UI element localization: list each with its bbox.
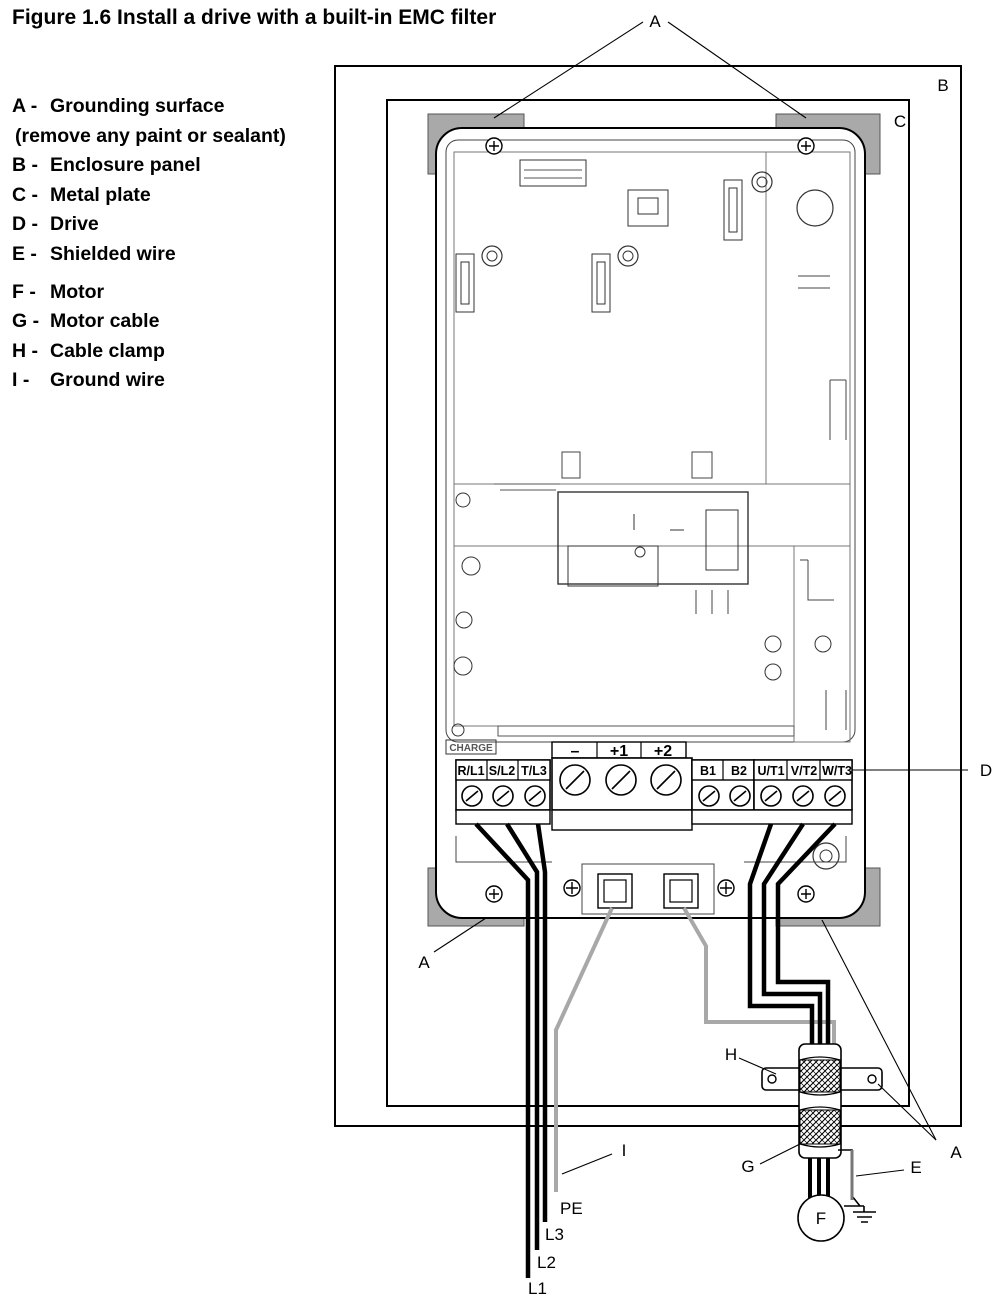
motor-output-wires xyxy=(747,822,837,1048)
motor xyxy=(797,1194,845,1242)
legend-item-h: H -Cable clamp xyxy=(12,339,165,362)
legend-item-g: G -Motor cable xyxy=(12,310,160,333)
motor-cable xyxy=(798,1043,842,1159)
callout-g: G xyxy=(741,1157,754,1176)
figure-title: Figure 1.6 Install a drive with a built-… xyxy=(12,6,497,29)
shield-drain-wire xyxy=(838,1149,861,1207)
terminal-s-l2: S/L2 xyxy=(489,764,515,778)
legend-item-b: B -Enclosure panel xyxy=(12,154,201,177)
wire-label-l2: L2 xyxy=(537,1253,556,1272)
terminal-r-l1: R/L1 xyxy=(457,764,484,778)
terminal-block: R/L1 S/L2 T/L3 – +1 +2 B1 B2 U/T1 V/T2 W… xyxy=(455,741,853,831)
legend-item-i: I -Ground wire xyxy=(12,369,165,392)
drive: CHARGE xyxy=(435,127,866,919)
shield-ground-wire xyxy=(682,906,836,1048)
ground-wire xyxy=(554,907,614,1192)
enclosure-panel xyxy=(334,65,962,1127)
terminal-v-t2: V/T2 xyxy=(791,764,817,778)
callout-c: C xyxy=(894,112,906,131)
terminal-dc-minus: – xyxy=(571,743,580,760)
legend-item-a: A -Grounding surface xyxy=(12,95,225,117)
terminal-dc-plus2: +2 xyxy=(654,743,672,760)
legend-item-c: C -Metal plate xyxy=(12,183,151,206)
callout-i: I xyxy=(622,1141,627,1160)
legend-item-a-note: (remove any paint or sealant) xyxy=(15,124,286,147)
callout-h: H xyxy=(725,1045,737,1064)
callout-e: E xyxy=(910,1158,921,1177)
callout-a-bottom-right: A xyxy=(950,1143,962,1162)
ground-icon xyxy=(844,1205,876,1223)
callout-d: D xyxy=(980,761,992,780)
terminal-w-t3: W/T3 xyxy=(822,764,852,778)
motor-label: F xyxy=(816,1209,826,1228)
legend-item-f: F -Motor xyxy=(12,280,105,303)
legend-list: A -Grounding surface (remove any paint o… xyxy=(12,92,286,396)
wire-label-l3: L3 xyxy=(545,1225,564,1244)
terminal-dc-plus1: +1 xyxy=(610,743,628,760)
terminal-u-t1: U/T1 xyxy=(757,764,784,778)
charge-label: CHARGE xyxy=(449,743,493,754)
legend-item-e: E -Shielded wire xyxy=(12,242,176,265)
leader-lines xyxy=(433,21,968,1177)
input-power-wires xyxy=(474,822,548,1278)
callout-b: B xyxy=(937,76,948,95)
callout-a-bottom-left: A xyxy=(418,953,430,972)
terminal-b2: B2 xyxy=(731,764,747,778)
metal-plate xyxy=(386,99,910,1107)
terminal-b1: B1 xyxy=(700,764,716,778)
terminal-t-l3: T/L3 xyxy=(521,764,547,778)
callout-a-top: A xyxy=(649,12,661,31)
legend-item-d: D -Drive xyxy=(12,213,99,236)
motor-leads xyxy=(808,1158,830,1198)
wire-label-pe: PE xyxy=(560,1199,583,1218)
wire-label-l1: L1 xyxy=(528,1279,547,1298)
